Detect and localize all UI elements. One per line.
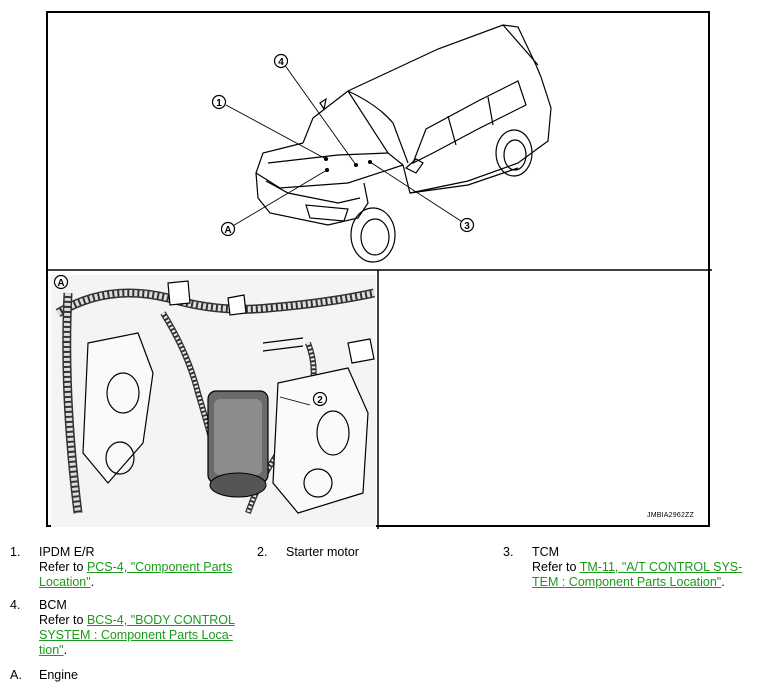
callout-4: 4 [273, 53, 289, 69]
ref-suffix: . [721, 575, 725, 589]
callout-A-vehicle: A [220, 221, 236, 237]
item-number: 1. [10, 545, 21, 559]
svg-text:A: A [224, 225, 231, 236]
ref-suffix: . [63, 643, 68, 657]
figure-code: JMBIA2962ZZ [647, 512, 694, 519]
item-number: A. [10, 668, 22, 682]
callout-leaders [225, 63, 465, 228]
inset-label-A: A [53, 274, 69, 290]
engine-bay-drawing [51, 275, 376, 527]
refer-to-text: Refer to [532, 560, 580, 574]
item-title: TCM [532, 545, 560, 559]
svg-text:3: 3 [464, 221, 470, 232]
item-number: 2. [257, 545, 268, 559]
item-title: Engine [39, 668, 78, 682]
ref-suffix: . [90, 575, 95, 589]
svg-text:1: 1 [216, 98, 222, 109]
callout-1: 1 [211, 94, 227, 110]
figure-illustration: 1 4 3 A [48, 24, 712, 529]
item-title: IPDM E/R [39, 545, 95, 559]
item-number: 4. [10, 598, 21, 612]
refer-to-text: Refer to [39, 560, 87, 574]
vehicle-drawing [255, 24, 552, 263]
svg-text:4: 4 [278, 57, 284, 68]
item-number: 3. [503, 545, 514, 559]
callout-3: 3 [459, 217, 475, 233]
refer-to-text: Refer to [39, 613, 87, 627]
component-location-figure: 1 4 3 A [46, 11, 712, 529]
item-title: BCM [39, 598, 67, 612]
svg-text:2: 2 [317, 395, 323, 406]
item-reference: Refer to TM-11, "A/T CONTROL SYS-TEM : C… [532, 560, 742, 590]
svg-text:A: A [57, 278, 64, 289]
ref-link-tm11[interactable]: TM-11, "A/T CONTROL SYS-TEM : Component … [532, 560, 743, 589]
callout-2: 2 [312, 391, 328, 407]
item-title: Starter motor [286, 545, 359, 559]
